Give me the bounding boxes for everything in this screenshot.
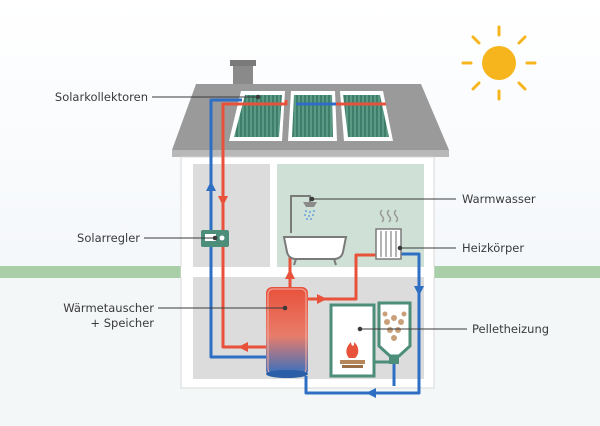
arrow-up-icon [206, 181, 216, 191]
label-waermetauscher-line1: Wärmetauscher [63, 301, 154, 315]
arrow-down-icon [414, 286, 424, 296]
pellet-boiler [329, 303, 376, 378]
label-heizkoerper: Heizkörper [462, 241, 525, 255]
flame-icon [346, 342, 359, 358]
radiator-icon [375, 209, 402, 260]
arrow-left-icon [238, 342, 248, 352]
label-solarkollektoren: Solarkollektoren [54, 90, 148, 104]
arrow-up-icon [285, 269, 295, 279]
solar-collectors [229, 91, 393, 141]
arrow-down-icon [218, 196, 228, 206]
label-pelletheizung: Pelletheizung [472, 322, 550, 336]
label-warmwasser: Warmwasser [462, 192, 536, 206]
label-solarregler: Solarregler [77, 231, 140, 245]
chimney [233, 62, 253, 88]
bathtub-icon [282, 236, 348, 266]
arrow-right-icon [317, 294, 327, 304]
arrow-left-icon [366, 388, 376, 398]
leader-lines [144, 94, 467, 332]
storage-tank [266, 287, 308, 378]
room-upper-left [193, 164, 270, 267]
cold-pipes [209, 98, 421, 395]
sun-icon [461, 25, 537, 101]
label-waermetauscher-line2: + Speicher [90, 316, 154, 330]
label-waermetauscher: Wärmetauscher + Speicher [40, 301, 154, 331]
